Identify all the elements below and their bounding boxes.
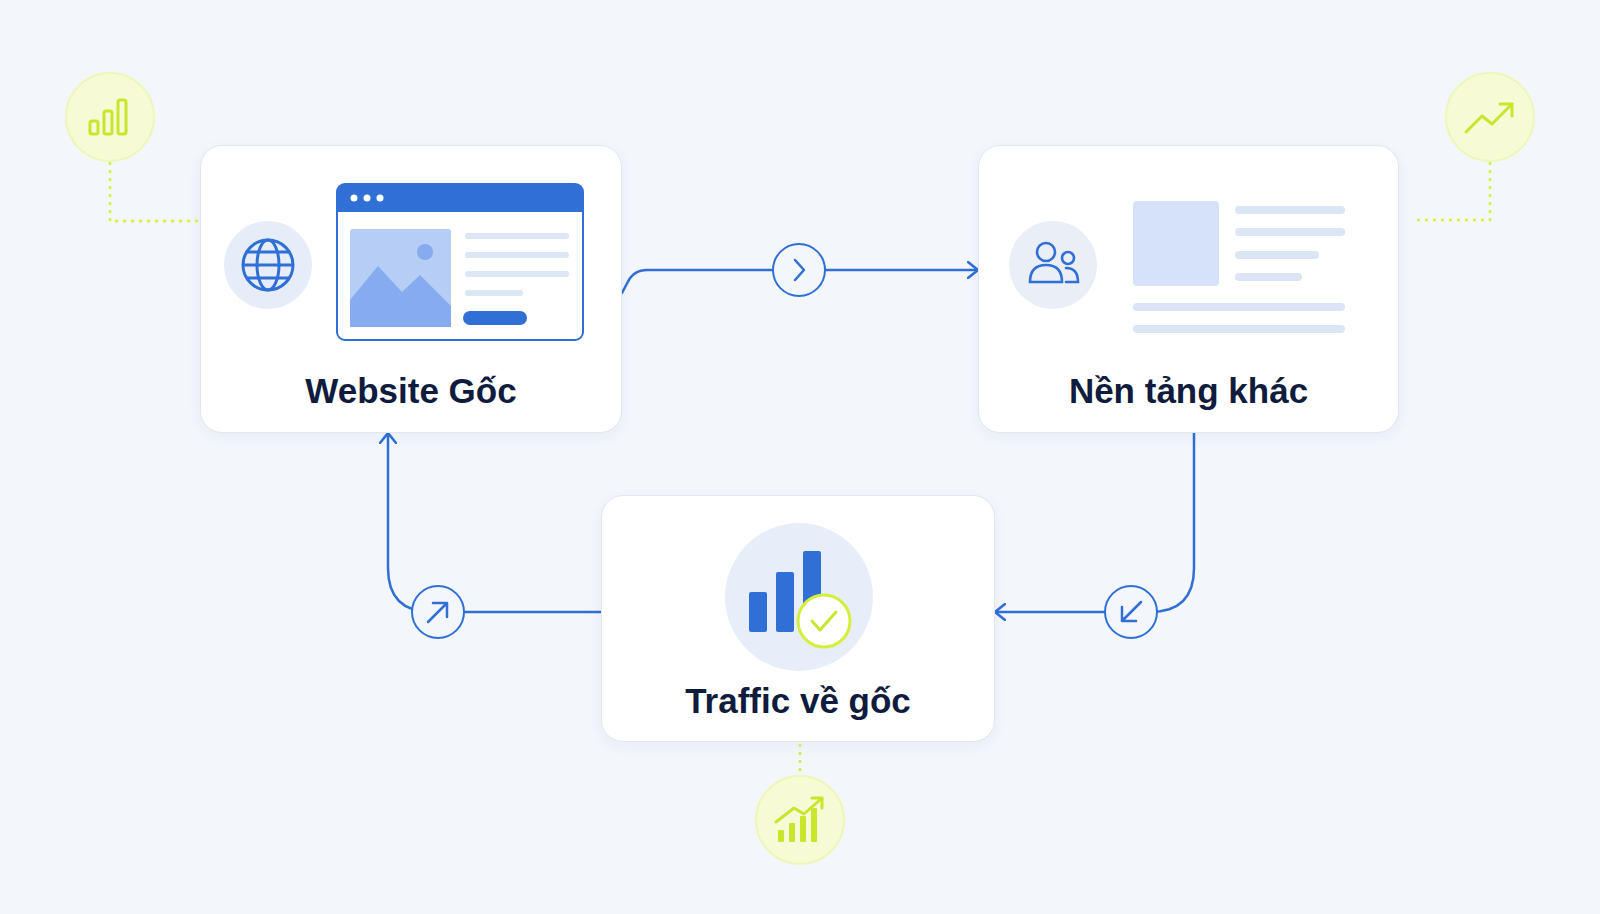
growth-badge bbox=[756, 776, 844, 864]
flow-badge bbox=[773, 244, 825, 296]
box-label: Traffic về gốc bbox=[669, 680, 927, 722]
box-label: Website Gốc bbox=[289, 370, 532, 412]
globe-icon bbox=[224, 221, 312, 309]
traffic-chart-icon bbox=[725, 523, 873, 671]
flow-badge bbox=[1105, 586, 1157, 638]
people-icon bbox=[1009, 221, 1097, 309]
box-label: Nền tảng khác bbox=[1053, 370, 1324, 412]
browser-window bbox=[337, 184, 583, 340]
stat-badge bbox=[66, 73, 154, 161]
flow-arrow bbox=[995, 433, 1194, 612]
flow-arrow bbox=[388, 433, 601, 612]
trend-badge bbox=[1446, 73, 1534, 161]
article-card bbox=[1133, 201, 1341, 329]
decor bbox=[110, 162, 1490, 774]
flow-badge bbox=[412, 586, 464, 638]
